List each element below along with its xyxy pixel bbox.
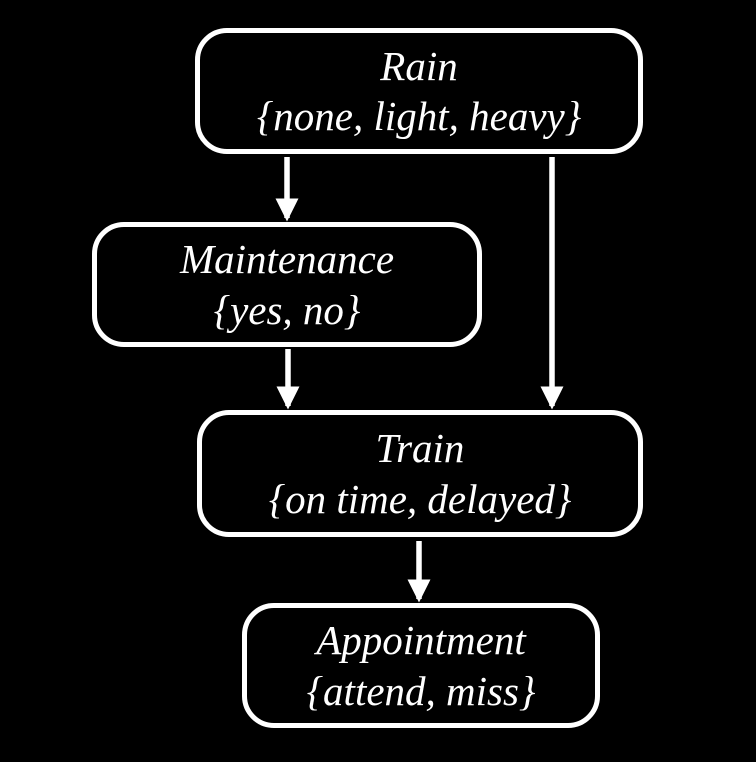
node-maintenance: Maintenance{yes, no} [92,222,482,347]
node-title: Rain [380,42,458,89]
node-values: {none, light, heavy} [256,93,582,139]
node-title: Maintenance [179,236,395,283]
node-train: Train{on time, delayed} [197,410,643,537]
node-rain: Rain{none, light, heavy} [195,28,643,154]
node-title: Train [375,425,465,472]
node-values: {attend, miss} [306,667,536,714]
node-appointment: Appointment{attend, miss} [242,603,600,728]
node-values: {on time, delayed} [268,475,572,522]
node-values: {yes, no} [213,286,361,333]
node-title: Appointment [316,617,526,664]
